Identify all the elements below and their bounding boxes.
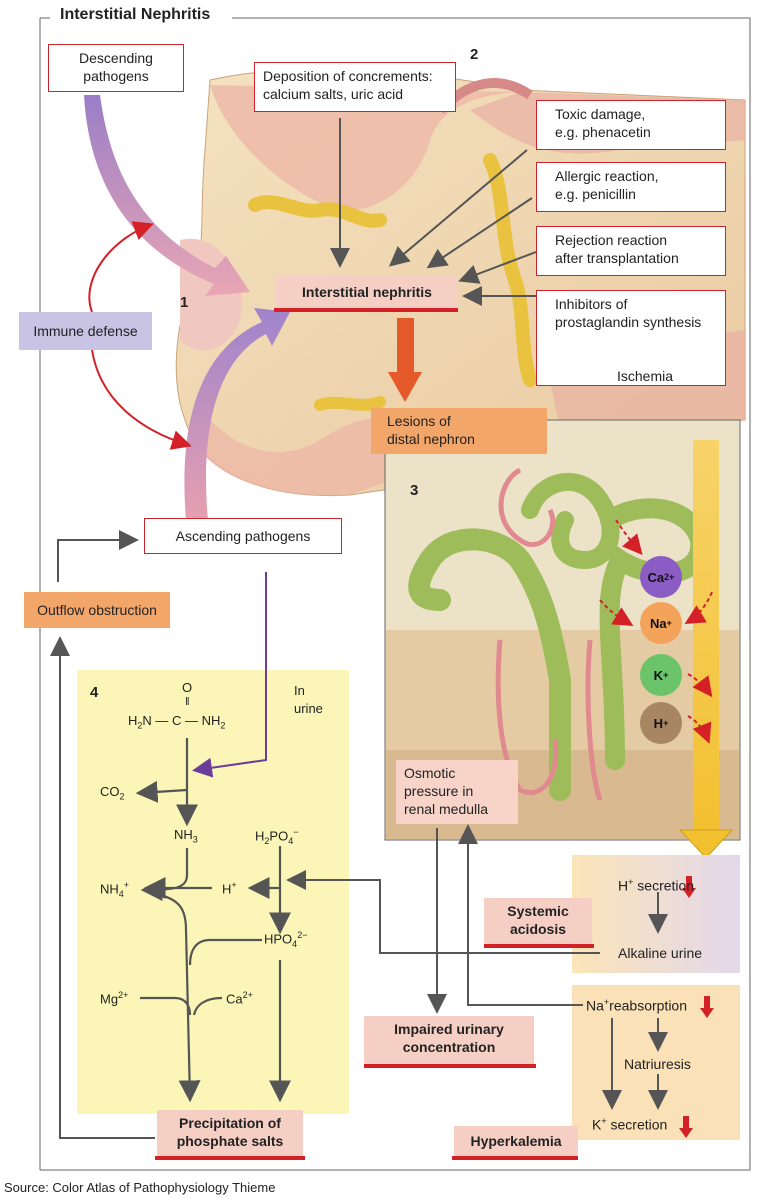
hyperkalemia-box: Hyperkalemia [454, 1126, 578, 1156]
impaired-concentration-underline [364, 1064, 536, 1068]
sodium-ion: Na+ [640, 602, 682, 644]
feedback-arrows [286, 824, 668, 1110]
natriuresis-label: Natriuresis [624, 1056, 691, 1072]
page-title: Interstitial Nephritis [54, 6, 217, 24]
nh3-label: NH3 [174, 827, 198, 845]
toxic-damage-box: Toxic damage,e.g. phenacetin [536, 100, 726, 150]
k-secretion-label: K+ secretion [592, 1116, 668, 1133]
urine-chemistry-panel [77, 670, 349, 1114]
alkaline-urine-label: Alkaline urine [618, 945, 703, 961]
nh4-label: NH4+ [100, 880, 130, 899]
potassium-ion: K+ [640, 654, 682, 696]
precipitation-underline [155, 1156, 305, 1160]
cause-arrows [330, 118, 660, 364]
panel-number-3: 3 [410, 482, 419, 499]
descending-pathogens-arrow [84, 95, 250, 296]
panel-number-4: 4 [90, 684, 99, 701]
interstitial-nephritis-box: Interstitial nephritis [276, 276, 458, 308]
na-reabsorption-label: Na+reabsorption [586, 997, 687, 1014]
ca-label: Ca2+ [226, 990, 253, 1007]
allergic-reaction-box: Allergic reaction,e.g. penicillin [536, 162, 726, 212]
urea-double-bond: ǁ [185, 696, 190, 708]
mg-label: Mg2+ [100, 990, 129, 1007]
outflow-obstruction-box: Outflow obstruction [24, 592, 170, 628]
chemistry-arrows [135, 738, 291, 1103]
panel-number-2: 2 [470, 46, 479, 63]
ascending-pathogens-box: Ascending pathogens [144, 518, 342, 554]
ischemia-label: Ischemia [617, 368, 674, 384]
hpo4-label: HPO42− [264, 930, 308, 949]
urea-formula: H2N — C — NH2 [128, 713, 226, 731]
h-secretion-label: H+ secretion [618, 877, 695, 894]
osmotic-pressure-box: Osmotic pressure in renal medulla [396, 760, 518, 824]
immune-defense-box: Immune defense [19, 312, 152, 350]
systemic-acidosis-underline [484, 944, 594, 948]
ascending-pathogens-arrow [184, 308, 290, 520]
precipitation-to-outflow-arrow [50, 636, 155, 1139]
outflow-to-ascending-arrow [57, 530, 139, 582]
panel-number-1: 1 [180, 294, 189, 311]
nephritis-to-lesions-arrow [388, 318, 422, 402]
co2-label: CO2 [100, 784, 125, 802]
source-caption: Source: Color Atlas of Pathophysiology T… [4, 1180, 276, 1195]
immune-arrow-up [88, 221, 154, 313]
pathogens-to-urea-arrow [192, 572, 267, 778]
urea-oxygen: O [182, 680, 193, 695]
h-plus-label: H+ [222, 880, 237, 897]
immune-arrow-down [91, 349, 192, 450]
hydrogen-ion: H+ [640, 702, 682, 744]
hyperkalemia-underline [452, 1156, 578, 1160]
deposition-box: Deposition of concrements:calcium salts,… [254, 62, 456, 112]
h2po4-label: H2PO4− [255, 827, 299, 846]
interstitial-underline [274, 308, 458, 312]
